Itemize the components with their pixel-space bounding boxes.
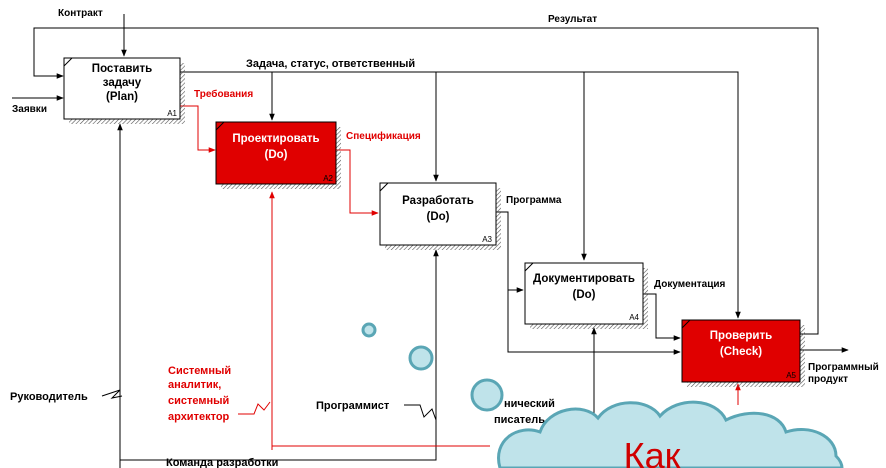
arrow-team — [119, 249, 439, 468]
label-product-1: Программный — [808, 362, 879, 373]
label-analyst-2: аналитик, — [168, 379, 221, 391]
label-contract: Контракт — [58, 8, 103, 19]
box-a3-num: A3 — [482, 235, 492, 244]
box-a5-line2: (Check) — [720, 346, 762, 358]
box-a1-line1: Поставить — [92, 63, 152, 75]
label-analyst-3: системный — [168, 395, 229, 407]
cloud-text: Как — [624, 435, 681, 468]
label-requests: Заявки — [12, 104, 47, 115]
label-team: Команда разработки — [166, 457, 278, 468]
label-requirements: Требования — [194, 88, 253, 100]
box-a3-line2: (Do) — [427, 211, 450, 223]
box-a4-num: A4 — [629, 313, 639, 322]
label-writer-1: нический — [504, 398, 555, 410]
squiggle-programmer — [404, 404, 437, 421]
box-a3: Разработать (Do) A3 — [379, 182, 501, 250]
box-a5-num: A5 — [786, 371, 796, 380]
box-a1-line2: задачу — [103, 77, 142, 89]
arrow-task — [180, 71, 741, 319]
box-a2-line2: (Do) — [265, 149, 288, 161]
squiggle-analyst — [238, 401, 271, 415]
arrow-result — [33, 27, 819, 335]
label-analyst-1: Системный — [168, 365, 231, 377]
box-a1-line3: (Plan) — [106, 91, 138, 103]
arrow-documentation — [642, 293, 681, 341]
box-a4-line1: Документировать — [533, 273, 635, 285]
label-documentation: Документация — [654, 279, 726, 290]
black-arrows — [12, 14, 849, 468]
box-a3-line1: Разработать — [402, 195, 474, 207]
thought-cloud: Как — [361, 322, 844, 468]
box-a5-line1: Проверить — [710, 330, 772, 342]
label-result: Результат — [548, 14, 597, 25]
box-a2: Проектировать (Do) A2 — [215, 121, 341, 189]
squiggle-manager — [101, 389, 123, 399]
label-analyst-4: архитектор — [168, 411, 230, 423]
label-program: Программа — [506, 195, 562, 206]
box-a1: Поставить задачу (Plan) A1 — [63, 57, 185, 124]
arrow-requirements — [180, 105, 216, 153]
box-a4: Документировать (Do) A4 — [524, 262, 648, 329]
label-programmer: Программист — [316, 400, 390, 412]
box-a2-num: A2 — [323, 174, 333, 183]
box-a1-num: A1 — [167, 109, 177, 118]
box-a4-line2: (Do) — [573, 289, 596, 301]
box-a2-line1: Проектировать — [232, 133, 319, 145]
box-a5: Проверить (Check) A5 — [681, 319, 805, 387]
arrow-specification — [335, 149, 379, 216]
label-task: Задача, статус, ответственный — [246, 58, 415, 70]
label-writer-2: писатель — [494, 414, 545, 426]
red-arrows — [180, 105, 741, 450]
label-specification: Спецификация — [346, 130, 421, 142]
label-manager: Руководитель — [10, 391, 88, 403]
label-product-2: продукт — [808, 374, 848, 385]
